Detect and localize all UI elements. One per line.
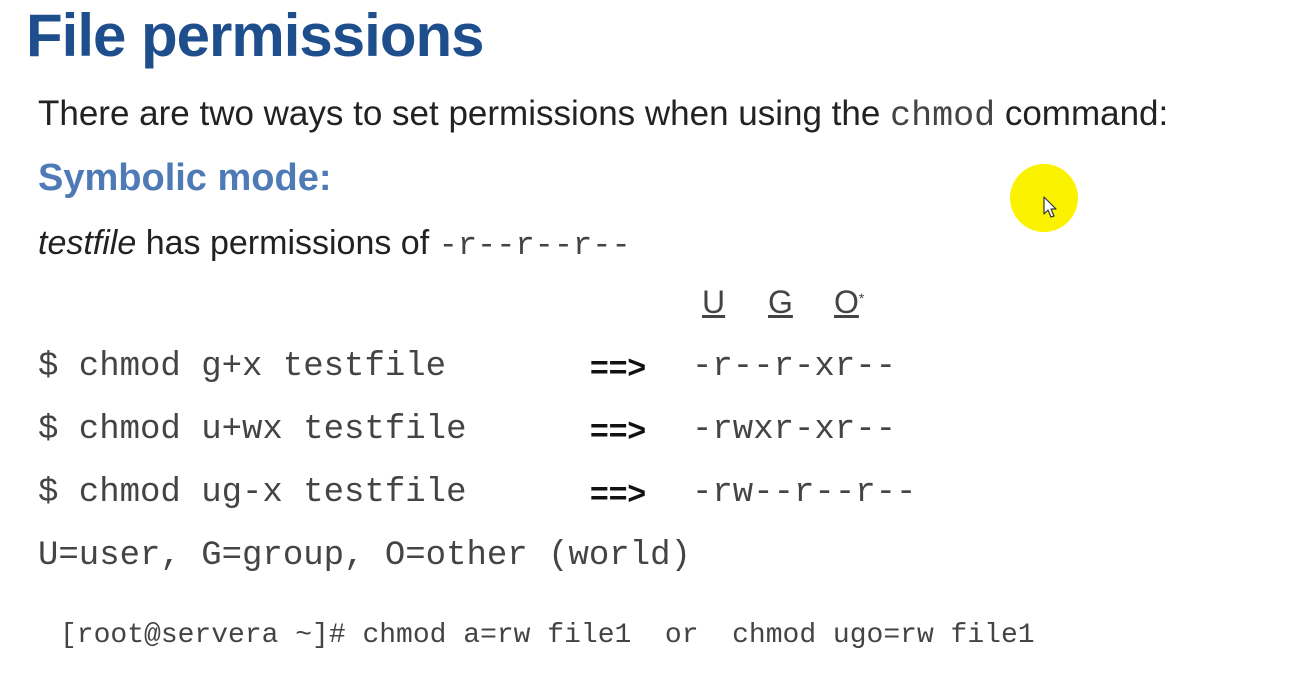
- intro-text-before: There are two ways to set permissions wh…: [38, 94, 891, 133]
- file-permissions-line: testfile has permissions of -r--r--r--: [38, 222, 631, 267]
- file-permission-string: -r--r--r--: [438, 227, 631, 264]
- arrow-symbol: ==>: [590, 412, 647, 448]
- example-command: $ chmod u+wx testfile: [38, 411, 467, 449]
- intro-code-chmod: chmod: [890, 96, 996, 136]
- intro-text: There are two ways to set permissions wh…: [38, 92, 1168, 138]
- example-result: -r--r-xr--: [692, 348, 897, 386]
- ugo-legend: U=user, G=group, O=other (world): [38, 537, 691, 575]
- example-command: $ chmod g+x testfile: [38, 348, 447, 386]
- example-result: -rwxr-xr--: [692, 411, 897, 449]
- file-name: testfile: [38, 224, 137, 262]
- ugo-header-g: G: [768, 284, 793, 320]
- example-result: -rw--r--r--: [692, 474, 917, 512]
- example-command: $ chmod ug-x testfile: [38, 474, 467, 512]
- arrow-symbol: ==>: [590, 475, 647, 511]
- intro-text-after: command:: [995, 94, 1169, 133]
- file-line-text: has permissions of: [136, 224, 439, 262]
- arrow-symbol: ==>: [590, 349, 647, 385]
- ugo-header-u: U: [702, 284, 726, 320]
- ugo-header-o: O*: [834, 282, 864, 322]
- mouse-pointer-icon: [1043, 196, 1057, 218]
- slide-title: File permissions: [26, 2, 484, 69]
- example-shell-command: [root@servera ~]# chmod a=rw file1 or ch…: [60, 620, 1035, 651]
- symbolic-mode-heading: Symbolic mode:: [38, 157, 332, 199]
- ugo-header-o-letter: O: [834, 284, 859, 320]
- ugo-header-o-mark: *: [858, 290, 865, 306]
